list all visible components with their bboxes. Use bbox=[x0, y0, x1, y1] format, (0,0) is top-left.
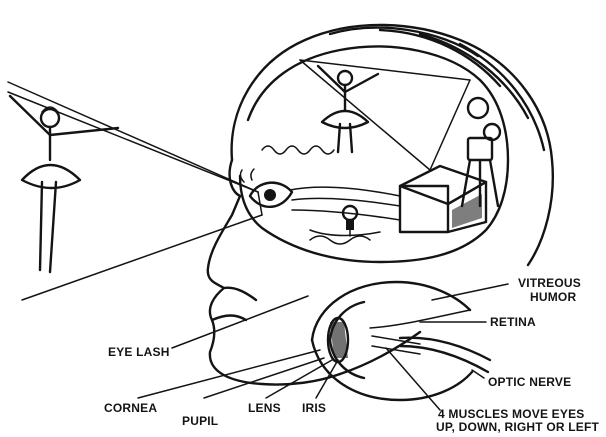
label-cornea: CORNEA bbox=[104, 401, 157, 415]
label-vitreous-line1: VITREOUS bbox=[518, 276, 581, 290]
label-retina: RETINA bbox=[490, 315, 536, 329]
label-optic-nerve: OPTIC NERVE bbox=[488, 375, 571, 389]
label-lens: LENS bbox=[248, 401, 281, 415]
label-muscles-line1: 4 MUSCLES MOVE EYES bbox=[438, 407, 585, 421]
label-iris: IRIS bbox=[302, 401, 326, 415]
label-eye-lash: EYE LASH bbox=[108, 345, 170, 359]
label-vitreous-line2: HUMOR bbox=[530, 290, 576, 304]
label-pupil: PUPIL bbox=[182, 414, 218, 428]
label-muscles-line2: UP, DOWN, RIGHT OR LEFT bbox=[436, 420, 600, 434]
